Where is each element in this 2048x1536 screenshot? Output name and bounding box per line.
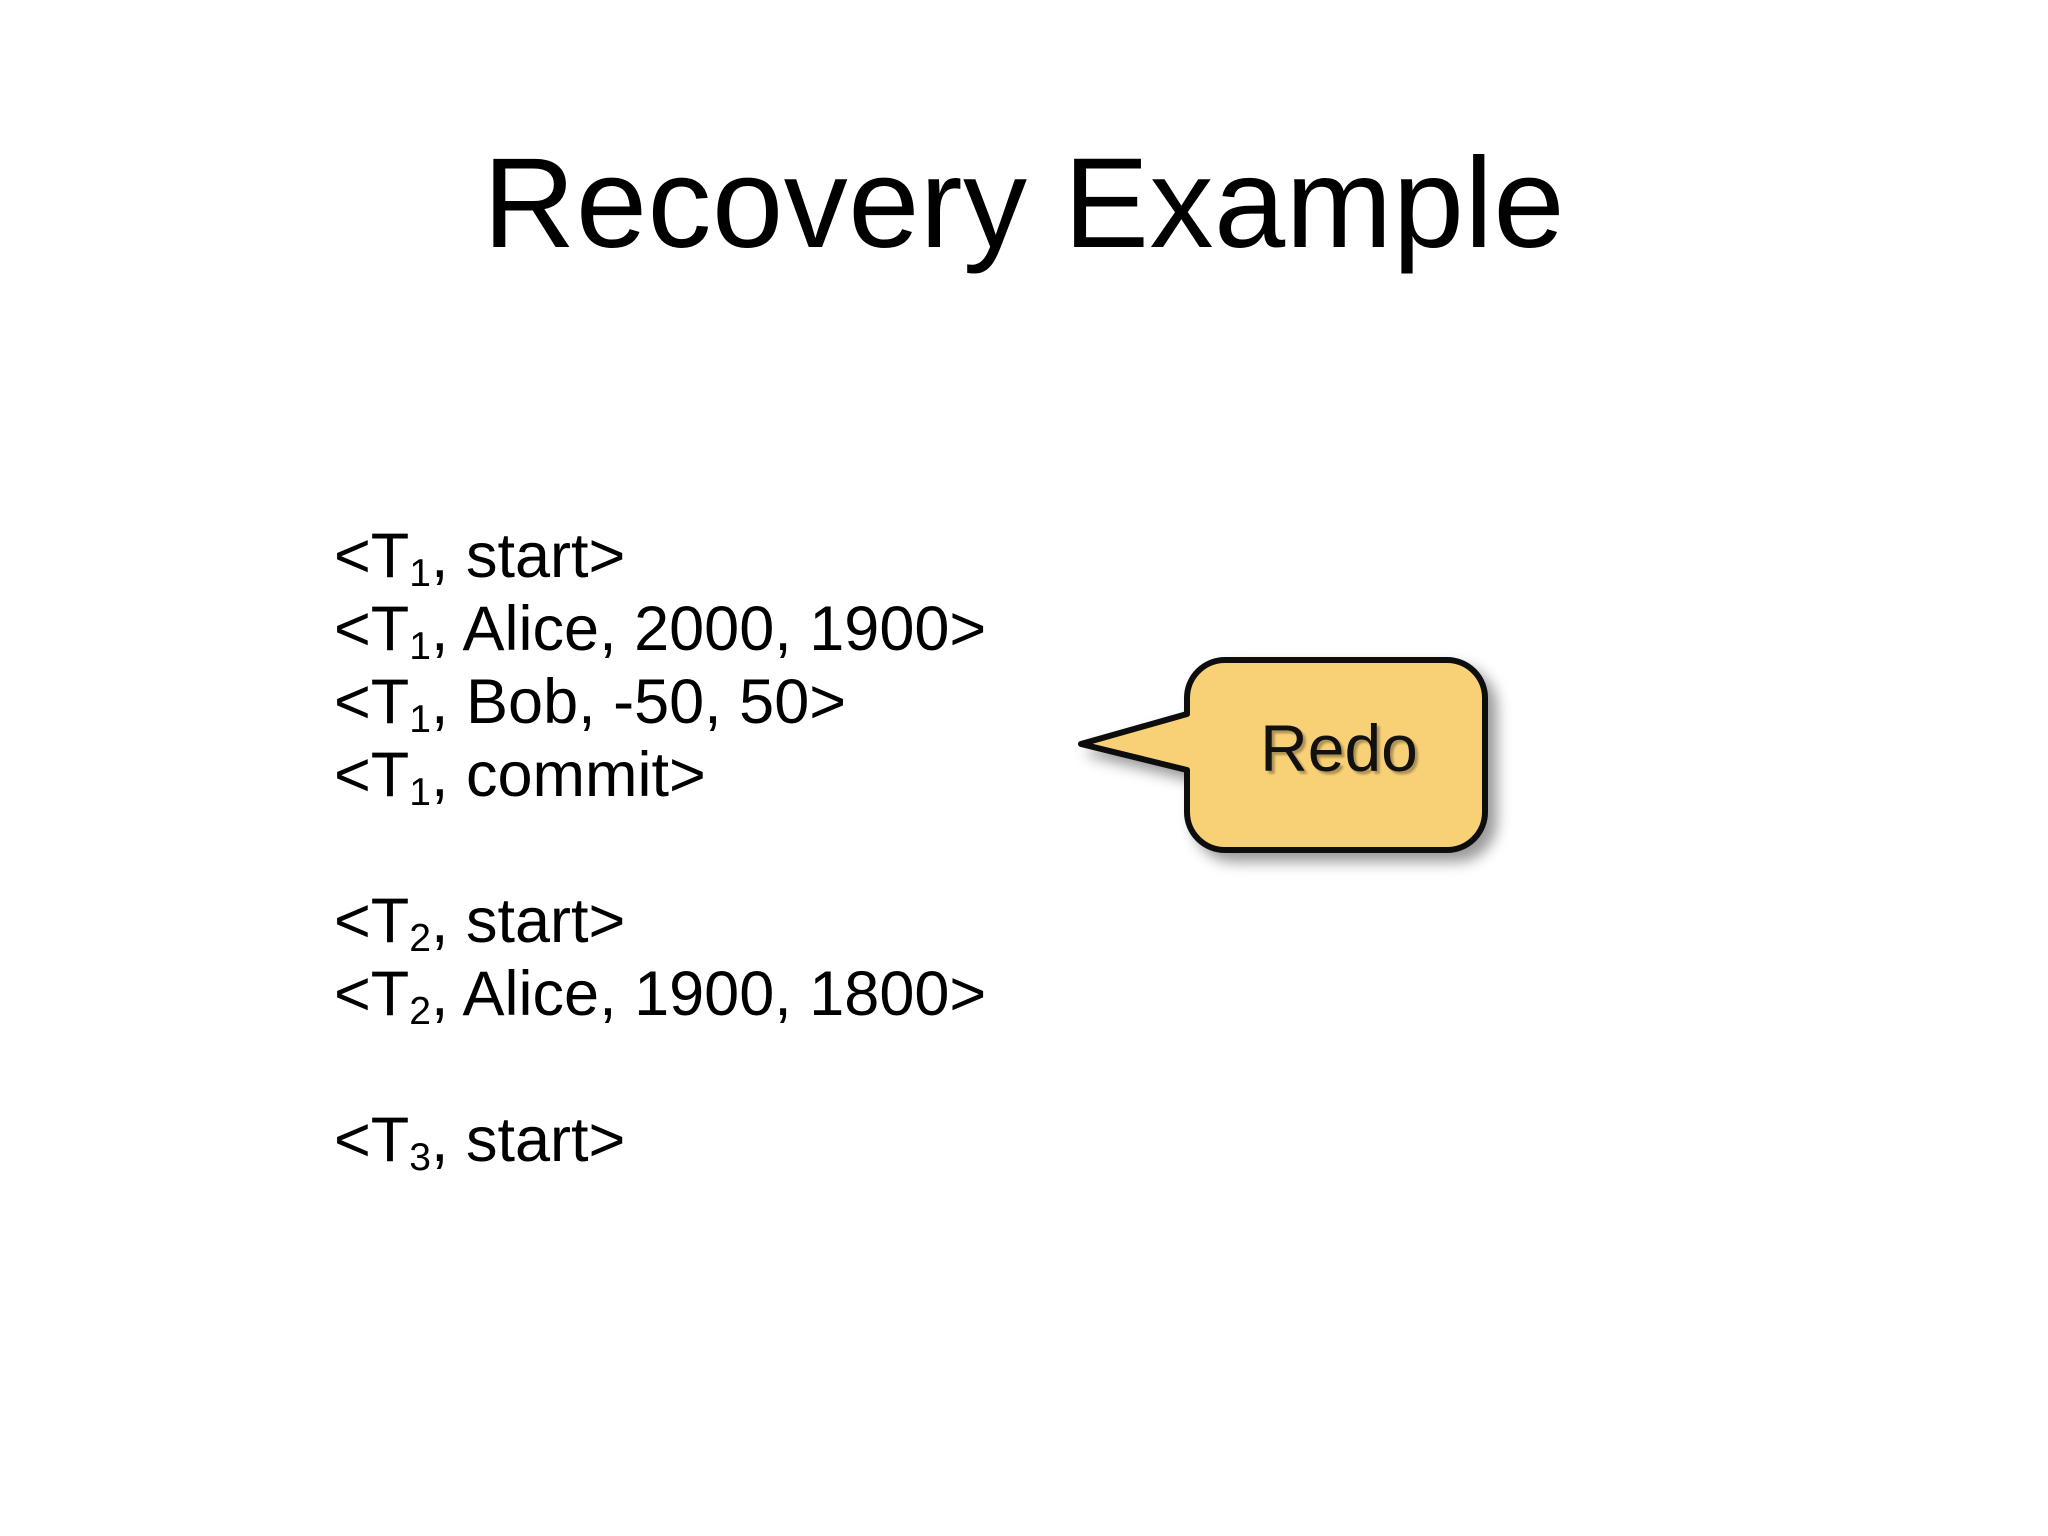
callout-bubble-shape (1078, 657, 1488, 853)
log-line-subscript: 1 (409, 697, 431, 741)
log-line-prefix: <T (334, 667, 410, 737)
log-line-t1-bob: <T1, Bob, -50, 50> (334, 666, 986, 741)
log-line-rest: , start> (431, 886, 626, 956)
log-line-subscript: 1 (409, 770, 431, 814)
log-line-prefix: <T (334, 1105, 410, 1175)
log-line-prefix: <T (334, 886, 410, 956)
log-line-rest: , start> (431, 1105, 626, 1175)
log-line-rest: , Alice, 2000, 1900> (431, 594, 987, 664)
log-line-subscript: 1 (409, 551, 431, 595)
log-line-prefix: <T (334, 959, 410, 1029)
log-line-t1-alice: <T1, Alice, 2000, 1900> (334, 593, 987, 668)
log-line-spacer (334, 812, 986, 885)
log-line-t2-start: <T2, start> (334, 885, 986, 960)
log-line-t2-alice: <T2, Alice, 1900, 1800> (334, 958, 987, 1033)
log-line-prefix: <T (334, 594, 410, 664)
log-line-subscript: 3 (409, 1135, 431, 1179)
transaction-log-list: <T1, start> <T1, Alice, 2000, 1900> <T1,… (334, 520, 987, 1179)
log-line-t1-commit: <T1, commit> (334, 739, 986, 814)
page-title: Recovery Example (482, 132, 1566, 275)
log-line-subscript: 1 (409, 624, 431, 668)
log-line-rest: , commit> (431, 740, 706, 810)
log-line-prefix: <T (334, 740, 410, 810)
log-line-rest: , Bob, -50, 50> (431, 667, 847, 737)
log-line-t1-start: <T1, start> (334, 520, 986, 595)
log-line-prefix: <T (334, 521, 410, 591)
log-line-subscript: 2 (409, 989, 431, 1033)
log-line-rest: , Alice, 1900, 1800> (431, 959, 987, 1029)
log-line-subscript: 2 (409, 916, 431, 960)
log-line-t3-start: <T3, start> (334, 1104, 986, 1179)
log-line-rest: , start> (431, 521, 626, 591)
redo-callout: Redo (1075, 640, 1495, 870)
log-line-spacer (334, 1031, 986, 1104)
